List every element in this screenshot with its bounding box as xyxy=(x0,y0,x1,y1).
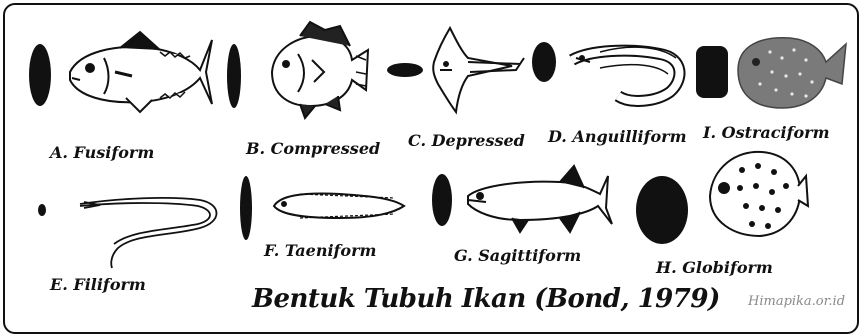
sagittiform-section-icon xyxy=(432,166,612,232)
label-ostraciform: I. Ostraciform xyxy=(703,123,830,142)
ostraciform-section-icon xyxy=(696,38,846,108)
globiform-section-icon xyxy=(636,152,808,244)
filiform-fish-icon xyxy=(80,198,217,268)
fusiform-fish-icon xyxy=(70,32,212,112)
depressed-section-icon xyxy=(387,28,524,112)
label-compressed: B. Compressed xyxy=(246,139,380,158)
label-depressed: C. Depressed xyxy=(408,131,525,150)
label-sagittiform: G. Sagittiform xyxy=(454,246,581,265)
ostraciform-cross-section-icon xyxy=(696,46,728,98)
depressed-ray-icon xyxy=(433,28,524,112)
credit-watermark: Himapika.or.id xyxy=(748,294,845,309)
compressed-fish-icon xyxy=(272,22,368,118)
label-fusiform: A. Fusiform xyxy=(50,143,154,162)
label-anguilliform: D. Anguilliform xyxy=(548,127,687,146)
anguilliform-eel-icon xyxy=(572,47,679,101)
compressed-section-icon xyxy=(227,22,368,118)
label-taeniform: F. Taeniform xyxy=(264,241,376,260)
taeniform-cross-section-icon xyxy=(240,176,252,240)
depressed-cross-section-icon xyxy=(387,63,423,77)
filiform-section-icon xyxy=(38,198,217,268)
anguilliform-cross-section-icon xyxy=(532,42,556,82)
fusiform-cross-section-icon xyxy=(29,44,51,106)
taeniform-fish-icon xyxy=(274,194,404,219)
sagittiform-fish-icon xyxy=(468,166,612,232)
filiform-cross-section-icon xyxy=(38,204,46,216)
label-globiform: H. Globiform xyxy=(656,258,773,277)
label-filiform: E. Filiform xyxy=(50,275,146,294)
anguilliform-section-icon xyxy=(532,42,679,101)
globiform-fish-icon xyxy=(710,152,808,236)
globiform-cross-section-icon xyxy=(636,176,688,244)
fusiform-section-icon xyxy=(29,32,212,112)
taeniform-section-icon xyxy=(240,176,404,240)
compressed-cross-section-icon xyxy=(227,44,241,108)
diagram-title: Bentuk Tubuh Ikan (Bond, 1979) xyxy=(252,284,720,314)
ostraciform-boxfish-icon xyxy=(738,38,846,108)
sagittiform-cross-section-icon xyxy=(432,174,452,226)
